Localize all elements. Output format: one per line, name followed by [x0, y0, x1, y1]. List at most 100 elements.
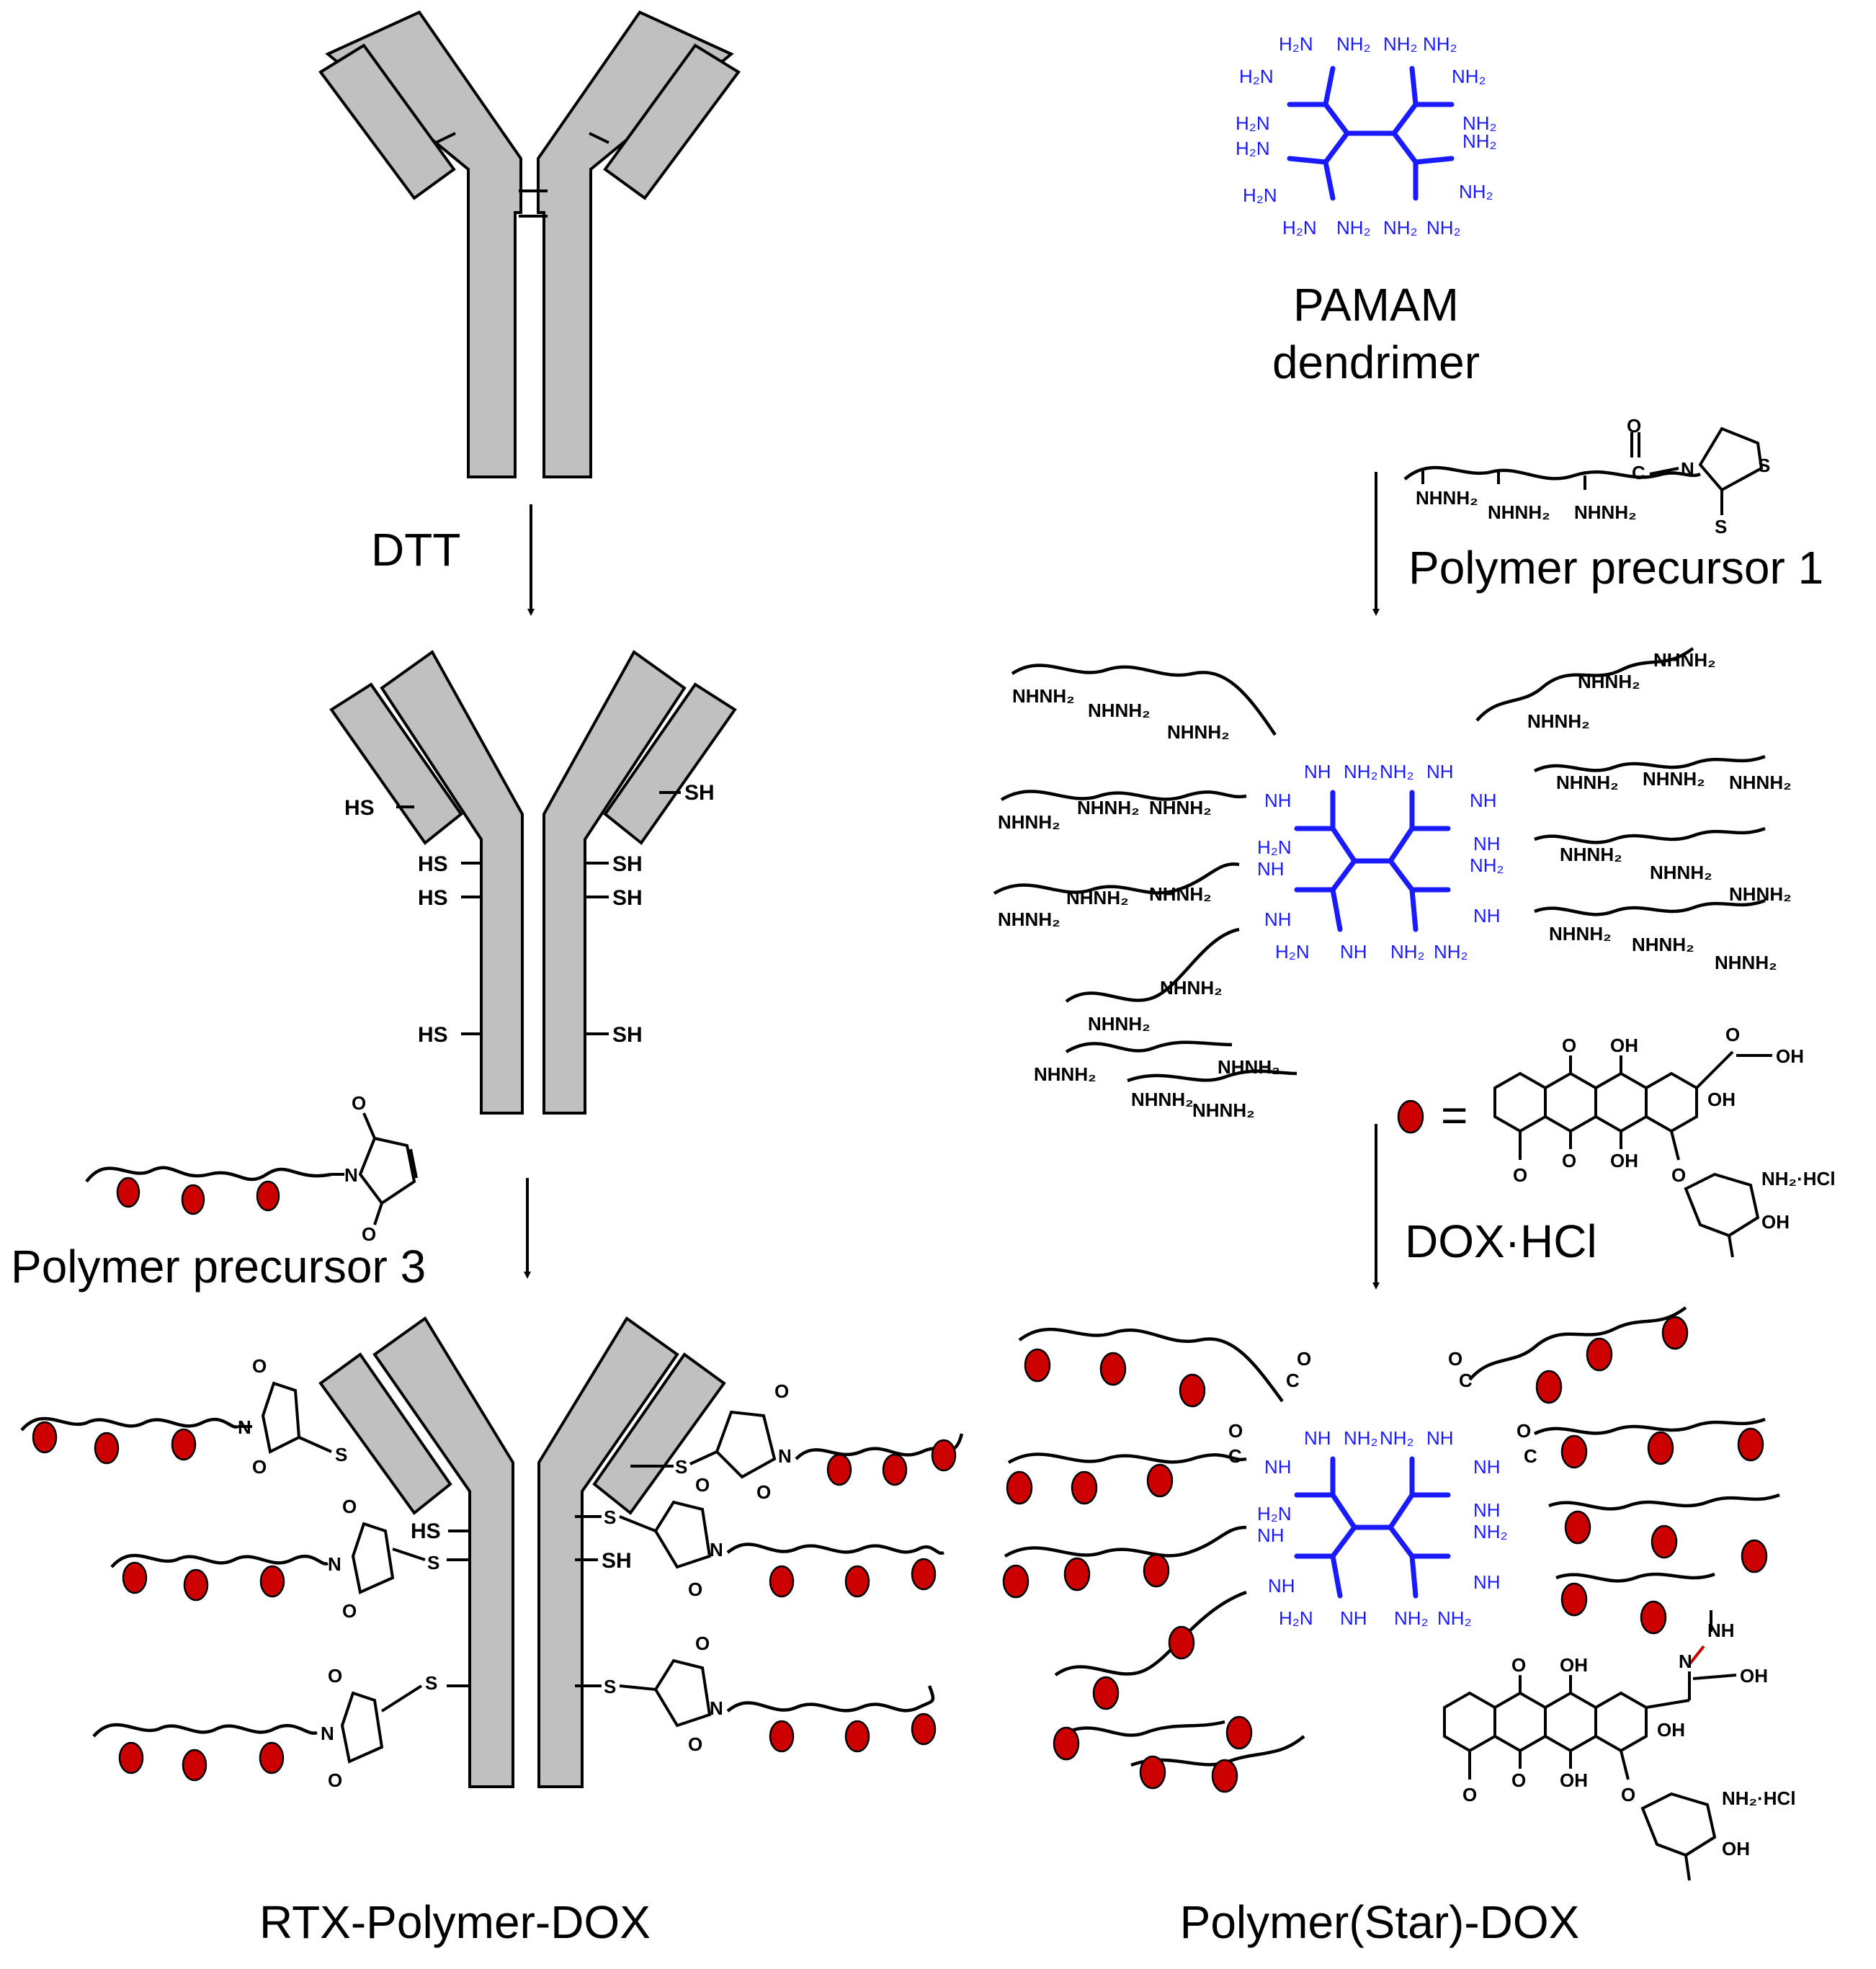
svg-text:N: N	[321, 1723, 334, 1744]
star-polymer-arms	[993, 647, 1766, 1083]
polymer-precursor-3-label: Polymer precursor 3	[11, 1241, 426, 1292]
pamam-dendrimer-structure	[1287, 66, 1455, 201]
svg-text:NHNH₂: NHNH₂	[1066, 887, 1129, 908]
svg-text:O: O	[1671, 1164, 1686, 1186]
svg-text:C: C	[1459, 1370, 1473, 1391]
svg-text:O: O	[1511, 1654, 1526, 1676]
svg-text:NH₂: NH₂	[1394, 1607, 1429, 1629]
svg-text:NHNH₂: NHNH₂	[1653, 649, 1716, 671]
svg-text:NH₂: NH₂	[1344, 761, 1378, 782]
svg-text:NHNH₂: NHNH₂	[1012, 685, 1075, 707]
conjugate-chain-right-bottom: S O O N	[575, 1633, 937, 1755]
svg-text:NH: NH	[1473, 1456, 1501, 1478]
svg-text:H₂N: H₂N	[1282, 217, 1317, 238]
svg-text:NH₂: NH₂	[1473, 1521, 1508, 1542]
svg-text:O: O	[1562, 1035, 1576, 1056]
svg-text:NH₂: NH₂	[1462, 130, 1497, 152]
svg-text:OH: OH	[1776, 1045, 1804, 1067]
svg-text:O: O	[688, 1733, 702, 1755]
svg-text:HS: HS	[418, 886, 448, 910]
svg-text:O: O	[1513, 1164, 1527, 1186]
svg-text:S: S	[604, 1676, 616, 1697]
svg-text:N: N	[1679, 1651, 1692, 1672]
conjugate-free-thiol-right: SH	[575, 1549, 632, 1573]
svg-text:NH: NH	[1340, 1607, 1367, 1629]
polymer-precursor-3-structure: N O O	[85, 1092, 418, 1245]
svg-text:H₂N: H₂N	[1275, 941, 1310, 963]
svg-text:N: N	[710, 1697, 723, 1719]
svg-text:NH: NH	[1257, 858, 1285, 880]
svg-text:NHNH₂: NHNH₂	[998, 908, 1060, 930]
svg-text:NH: NH	[1707, 1620, 1735, 1641]
svg-text:OH: OH	[1610, 1150, 1638, 1171]
svg-text:H₂N: H₂N	[1257, 1503, 1292, 1524]
svg-text:C: C	[1524, 1445, 1537, 1467]
svg-text:O: O	[1228, 1420, 1243, 1442]
svg-text:NHNH₂: NHNH₂	[1549, 923, 1612, 945]
svg-text:HS: HS	[411, 1519, 441, 1543]
conjugate-chain-left-bottom: N O O S	[92, 1665, 470, 1791]
svg-text:NHNH₂: NHNH₂	[1192, 1099, 1255, 1121]
polymer-precursor-1-structure: NHNH₂ NHNH₂ NHNH₂ C O N S S	[1403, 415, 1770, 537]
svg-text:HS: HS	[344, 796, 375, 820]
svg-text:NH: NH	[1264, 1456, 1292, 1478]
svg-text:NH₂: NH₂	[1470, 854, 1504, 876]
svg-text:S: S	[1758, 455, 1770, 476]
doxorubicin-structure-legend: O O OH OH O OH OH O O NH₂·HCl OH	[1493, 1024, 1836, 1258]
svg-text:O: O	[1562, 1150, 1576, 1171]
svg-text:NH₂: NH₂	[1423, 33, 1457, 55]
conjugate-chain-right-mid: S O O N	[575, 1474, 945, 1600]
svg-text:O: O	[1462, 1784, 1477, 1805]
svg-text:H₂N: H₂N	[1236, 138, 1270, 159]
svg-text:O: O	[352, 1092, 366, 1114]
svg-text:S: S	[675, 1456, 687, 1478]
svg-text:OH: OH	[1707, 1089, 1736, 1110]
svg-text:NH₂: NH₂	[1434, 941, 1468, 963]
svg-text:O: O	[1511, 1769, 1526, 1791]
svg-text:NHNH₂: NHNH₂	[1088, 700, 1151, 721]
svg-text:NH: NH	[1264, 908, 1292, 930]
product-left-label: RTX-Polymer-DOX	[259, 1896, 651, 1948]
svg-text:O: O	[252, 1456, 267, 1478]
svg-text:O: O	[695, 1633, 710, 1654]
svg-text:H₂N: H₂N	[1279, 1607, 1313, 1629]
svg-text:N: N	[328, 1553, 341, 1575]
legend-equals: =	[1441, 1089, 1468, 1141]
svg-text:NH₂: NH₂	[1390, 941, 1425, 963]
svg-text:NH: NH	[1473, 905, 1501, 927]
svg-text:NH: NH	[1473, 833, 1501, 854]
conjugate-chain-left-mid: N O O S	[110, 1496, 470, 1622]
svg-text:NHNH₂: NHNH₂	[1560, 844, 1622, 865]
svg-text:OH: OH	[1560, 1769, 1588, 1791]
svg-text:S: S	[427, 1552, 439, 1573]
svg-text:S: S	[425, 1672, 437, 1694]
pamam-label-line2: dendrimer	[1272, 336, 1480, 388]
svg-text:O: O	[328, 1665, 342, 1687]
svg-text:SH: SH	[612, 886, 643, 910]
star-dox-beads	[1002, 1316, 1768, 1793]
svg-text:NHNH₂: NHNH₂	[1488, 501, 1550, 523]
pamam-dendrimer-amines: H₂N NH₂ NH₂ NH₂ H₂N NH₂ H₂N NH₂ H₂N NH₂ …	[1236, 33, 1497, 238]
svg-text:S: S	[1715, 516, 1727, 537]
star-polymer-core-labels: NH NH₂ NH₂ NH NH NH H₂N NH NH NH₂ NH NH …	[1257, 761, 1504, 963]
svg-text:NH: NH	[1268, 1575, 1295, 1597]
svg-text:NH₂: NH₂	[1336, 33, 1371, 55]
star-dox-core	[1294, 1456, 1451, 1599]
svg-text:NHNH₂: NHNH₂	[1650, 862, 1712, 883]
svg-text:O: O	[1621, 1784, 1635, 1805]
svg-text:OH: OH	[1610, 1035, 1638, 1056]
svg-text:NH₂: NH₂	[1383, 33, 1418, 55]
svg-text:SH: SH	[612, 852, 643, 876]
svg-text:OH: OH	[1722, 1838, 1750, 1859]
svg-text:O: O	[1517, 1420, 1531, 1442]
svg-text:OH: OH	[1657, 1719, 1685, 1741]
product-right-label: Polymer(Star)-DOX	[1180, 1896, 1580, 1948]
svg-text:N: N	[344, 1164, 358, 1186]
antibody-native	[318, 10, 741, 478]
svg-text:NHNH₂: NHNH₂	[1149, 797, 1212, 818]
svg-text:N: N	[238, 1416, 251, 1438]
svg-text:NH: NH	[1426, 1427, 1454, 1449]
svg-text:NH: NH	[1473, 1571, 1501, 1593]
svg-text:NH₂: NH₂	[1462, 112, 1497, 134]
svg-text:NHNH₂: NHNH₂	[1131, 1089, 1194, 1110]
